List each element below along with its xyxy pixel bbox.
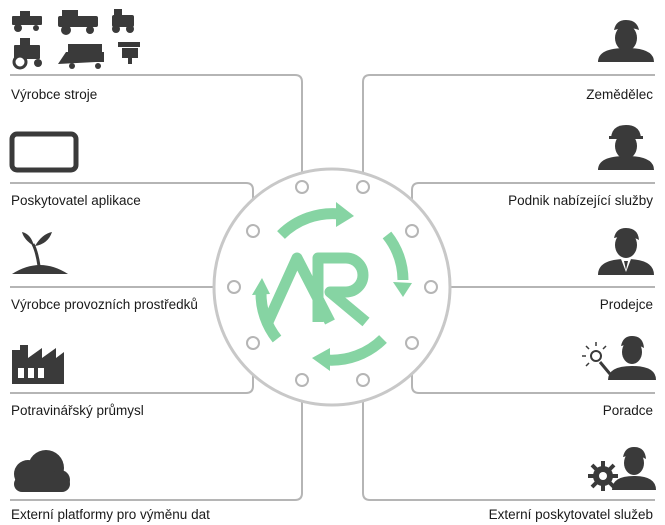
connector-poskytovatel-aplikace <box>10 182 254 231</box>
ar-logo-arrow-right <box>393 282 412 297</box>
label-poradce: Poradce <box>602 403 653 418</box>
label-vyrobce-provoznich-prostredku: Výrobce provozních prostředků <box>11 297 198 312</box>
hub-node <box>295 373 309 387</box>
ar-logo-arc-top <box>277 208 341 240</box>
label-prodejce: Prodejce <box>599 297 653 312</box>
hub-node <box>246 336 260 350</box>
hub-node <box>246 224 260 238</box>
hub-connection-nodes <box>227 180 438 387</box>
ar-logo-arrow-bottom <box>312 348 330 371</box>
ar-logo <box>252 202 412 371</box>
farmer-icon <box>598 20 654 62</box>
connector-potravinarsky-prumysl <box>10 343 254 394</box>
label-potravinarsky-prumysl: Potravinářský průmysl <box>11 403 144 418</box>
label-podnik-nabizejici-sluzby: Podnik nabízející služby <box>508 193 653 208</box>
worker-helmet-icon <box>598 125 654 170</box>
label-externi-poskytovatel-sluzeb: Externí poskytovatel služeb <box>488 507 653 522</box>
ar-logo-arc-right <box>382 231 409 281</box>
ar-logo-arrow-top <box>336 202 354 227</box>
connector-zemedelec <box>362 74 655 187</box>
factory-icon <box>12 345 64 384</box>
plant-seedling-icon <box>12 232 68 274</box>
connector-vyrobce-stroje <box>10 74 303 187</box>
farm-machinery-icon <box>12 9 140 70</box>
label-externi-platformy: Externí platformy pro výměnu dat <box>11 507 210 522</box>
hub-node <box>405 224 419 238</box>
ar-logo-arc-bottom <box>325 334 387 366</box>
label-poskytovatel-aplikace: Poskytovatel aplikace <box>11 193 141 208</box>
cloud-icon <box>14 450 70 492</box>
connector-externi-poskytovatel <box>362 380 655 501</box>
label-vyrobce-stroje: Výrobce stroje <box>11 87 98 102</box>
connector-poradce <box>411 343 655 394</box>
hub-node <box>295 180 309 194</box>
connector-lines <box>10 74 655 501</box>
salesperson-icon <box>598 228 654 275</box>
hub-node <box>356 180 370 194</box>
connector-externi-platformy <box>10 380 303 501</box>
hub-node <box>405 336 419 350</box>
label-zemedelec: Zemědělec <box>586 87 653 102</box>
advisor-idea-icon <box>582 336 656 380</box>
hub-node <box>227 280 241 294</box>
hub-node <box>424 280 438 294</box>
ar-logo-arrow-left <box>252 278 270 295</box>
ar-logo-letter-r <box>312 252 370 327</box>
service-provider-gear-icon <box>588 447 656 491</box>
connector-podnik-sluzby <box>411 182 655 231</box>
tablet-icon <box>9 131 79 173</box>
hub-node <box>356 373 370 387</box>
